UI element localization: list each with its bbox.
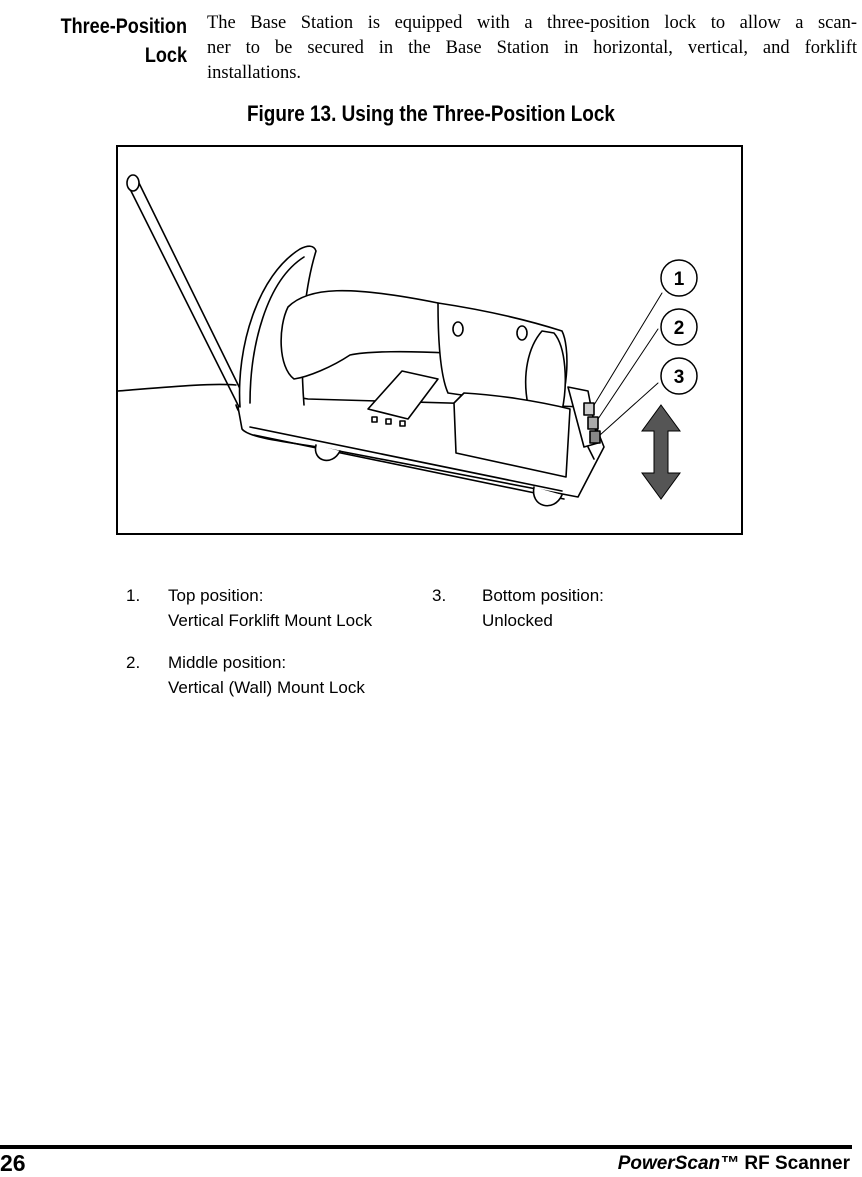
legend-description: Vertical Forklift Mount Lock [168,611,373,630]
section-heading-line-2: Lock [144,44,187,67]
legend-label: Top position: [168,586,264,605]
callout-2: 2 [660,308,698,346]
legend-number: 3. [432,586,447,605]
callout-1: 1 [660,259,698,297]
section-heading-line-1: Three-Position [60,15,187,38]
foot-left [314,444,341,462]
charging-block [453,392,571,478]
figure-title: Figure 13. Using the Three-Position Lock [0,101,862,127]
section-heading: Three-Position Lock [26,12,187,70]
legend-number: 1. [126,586,141,605]
legend-description: Unlocked [482,611,553,630]
running-title: PowerScan™ RF Scanner [618,1153,850,1175]
intro-paragraph: The Base Station is equipped with a thre… [207,11,857,86]
figure-title-text: Figure 13. Using the Three-Position Lock [247,101,615,126]
antenna-icon [126,174,253,417]
callout-3: 3 [660,357,698,395]
intro-line-1: The Base Station is equipped with a thre… [207,13,857,33]
callout-label-1: 1 [674,269,685,290]
product-suffix: RF Scanner [739,1153,850,1174]
product-name: PowerScan™ [617,1153,740,1174]
intro-line-2: ner to be secured in the Base Station in… [207,38,857,58]
mount-surface-line [118,383,237,392]
callout-label-3: 3 [674,367,685,388]
keypad [367,370,439,420]
intro-line-3: installations. [207,63,302,83]
legend-label: Bottom position: [482,586,604,605]
footer-rule [0,1145,852,1149]
scanner-handle [280,289,449,380]
foot-right [532,486,563,507]
legend-label: Middle position: [168,653,287,672]
double-arrow-icon [641,404,681,500]
figure-illustration: 1 2 3 [116,145,743,535]
callout-label-2: 2 [674,318,685,339]
page-number: 26 [0,1150,26,1176]
legend-description: Vertical (Wall) Mount Lock [168,678,365,697]
base-station-drawing: 1 2 3 [118,174,698,507]
lock-mechanism-icon [567,386,601,460]
legend-number: 2. [126,653,141,672]
